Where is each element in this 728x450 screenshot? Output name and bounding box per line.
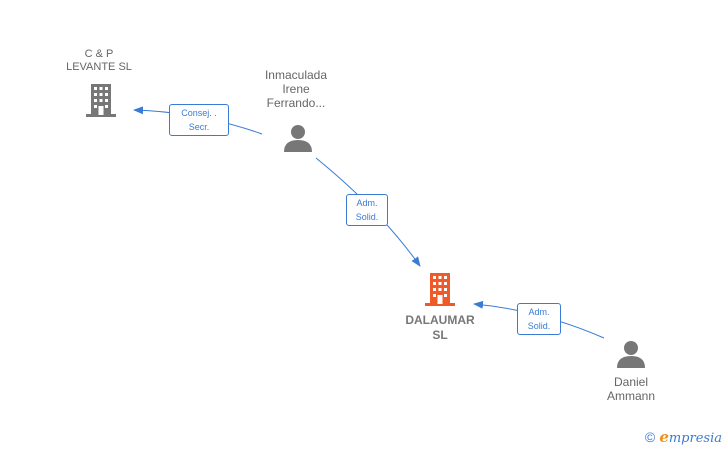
node-label-line: DALAUMAR [405,313,475,327]
node-label-line: Inmaculada [264,68,328,82]
edge-label-adm-solid[interactable]: Adm. Solid. [346,194,388,226]
node-label-line: Ferrando... [266,96,326,110]
node-label-line: C & P [84,48,114,60]
building-icon-main[interactable] [425,273,455,306]
copyright-symbol: © [644,429,656,445]
brand-name: mpresia [668,431,722,446]
node-label-cp-levante[interactable]: C & P LEVANTE SL [52,48,146,74]
node-label-line: SL [432,328,448,342]
edge-label-line: Solid. [355,212,379,222]
brand-initial: e [659,428,669,446]
node-label-line: Ammann [606,389,656,403]
node-label-daniel[interactable]: Daniel Ammann [586,375,676,403]
edge-label-consej-secr[interactable]: Consej. . Secr. [169,104,229,136]
edge-label-line: Solid. [527,321,551,331]
person-icon[interactable] [617,341,645,368]
edge-label-line: Consej. . [181,108,217,118]
person-icon[interactable] [284,125,312,152]
building-icon[interactable] [86,84,116,117]
node-label-dalaumar[interactable]: DALAUMAR SL [390,313,490,343]
edge-label-line: Secr. [188,122,210,132]
edge-label-line: Adm. [528,307,550,317]
node-label-inmaculada[interactable]: Inmaculada Irene Ferrando... [246,68,346,110]
edge-label-line: Adm. [356,198,378,208]
empresia-watermark: © empresia [645,428,722,446]
node-label-line: Irene [282,82,310,96]
node-label-line: LEVANTE SL [66,61,132,73]
node-label-line: Daniel [613,375,649,389]
edge-label-adm-solid[interactable]: Adm. Solid. [517,303,561,335]
